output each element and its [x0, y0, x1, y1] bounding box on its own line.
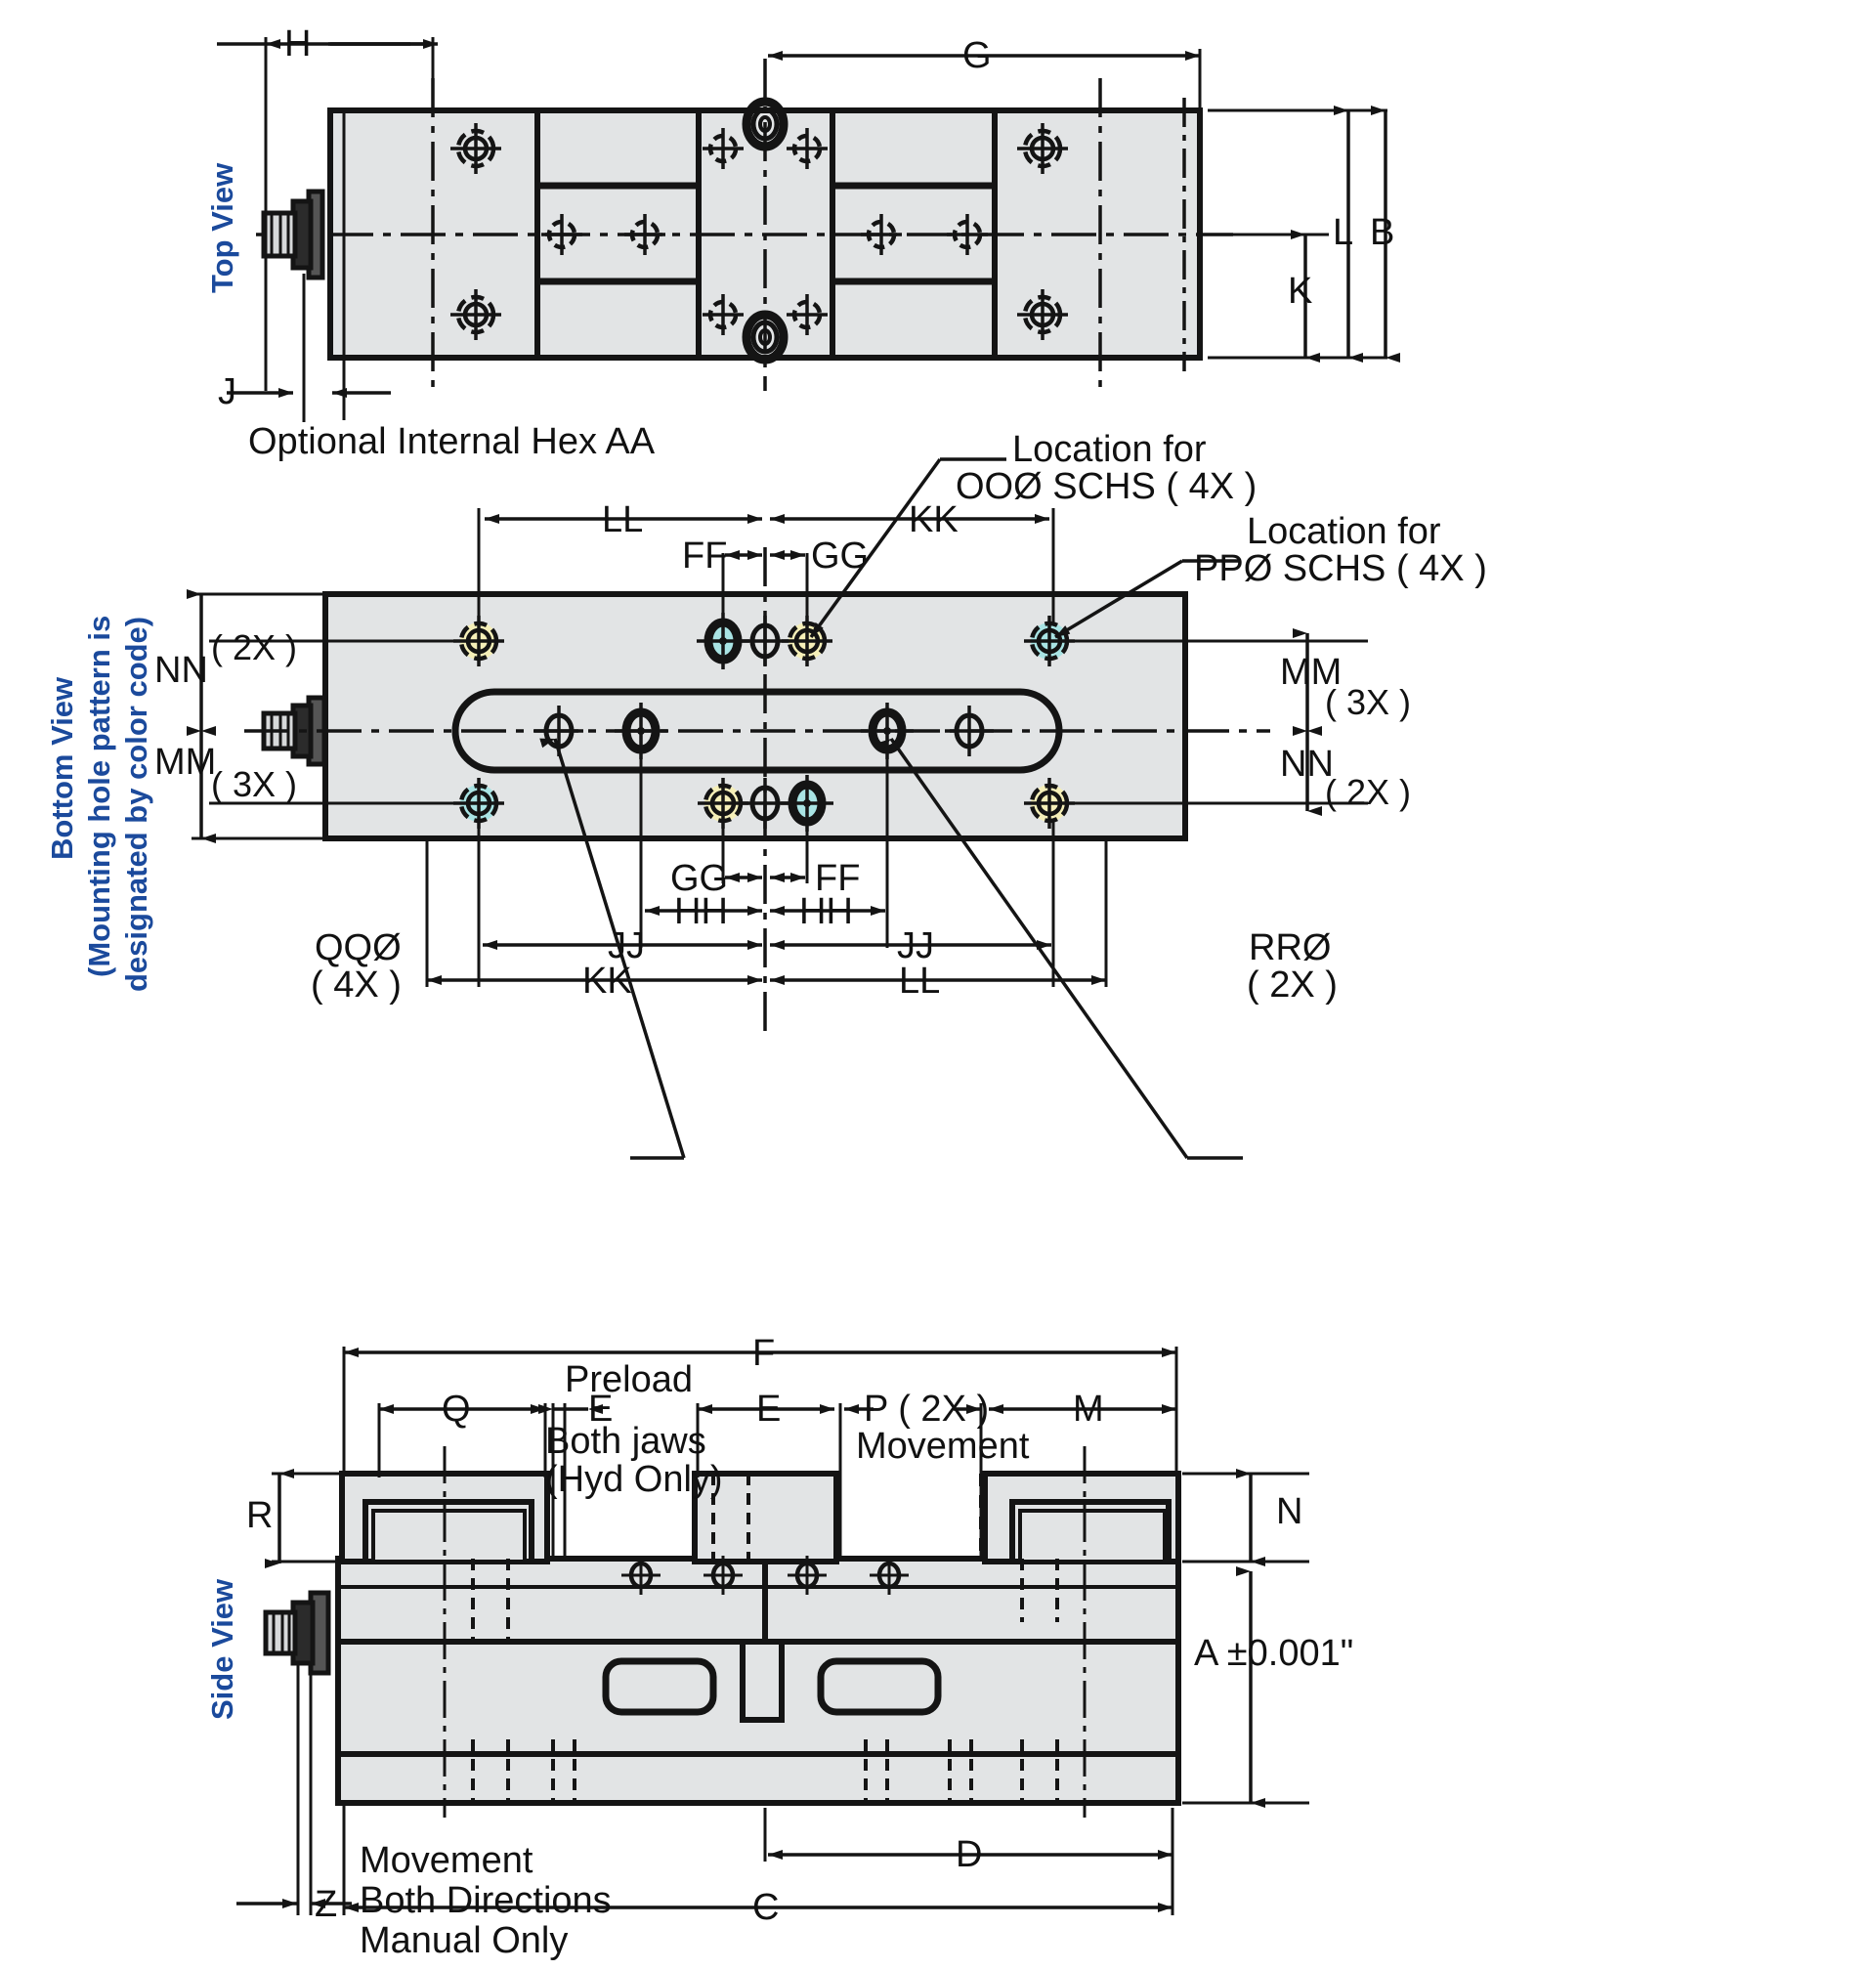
- top-view-geometry: [217, 37, 1400, 422]
- dim-qty-MM-right: ( 3X ): [1325, 682, 1412, 722]
- dim-label-B: B: [1370, 212, 1395, 253]
- dim-label-LL-bottom: LL: [899, 961, 941, 1002]
- callout-oo-schs-line1: Location for: [1012, 429, 1207, 470]
- dim-label-MM-left: MM: [154, 742, 217, 783]
- view-label-bottom: Bottom View: [45, 676, 79, 860]
- view-label-top: Top View: [205, 162, 239, 293]
- dim-label-HH-right: HH: [799, 891, 853, 932]
- callout-oo-schs-line2: OOØ SCHS ( 4X ): [956, 466, 1258, 507]
- callout-rr-dia-line2: ( 2X ): [1247, 964, 1338, 1006]
- dim-label-GG-top: GG: [811, 535, 870, 577]
- note-preload-line1: Preload: [565, 1359, 693, 1400]
- dim-label-N: N: [1276, 1491, 1303, 1532]
- dim-label-NN-left: NN: [154, 650, 208, 691]
- dim-label-GG-bottom: GG: [670, 858, 729, 899]
- dim-label-C: C: [752, 1887, 780, 1928]
- dim-label-M: M: [1073, 1389, 1104, 1430]
- note-preload-line2: Both jaws: [545, 1421, 706, 1462]
- side-view-geometry: [236, 1347, 1309, 1915]
- dim-label-KK-bottom: KK: [582, 961, 632, 1002]
- view-label-bottom-sub1: (Mounting hole pattern is: [82, 615, 116, 977]
- dim-label-LL-top: LL: [602, 499, 644, 540]
- dim-label-L: L: [1333, 212, 1354, 253]
- bottom-view-geometry: [187, 457, 1368, 1160]
- callout-rr-dia-line1: RRØ: [1249, 927, 1332, 968]
- dim-qty-MM-left: ( 3X ): [211, 764, 298, 804]
- note-z-line1: Movement: [360, 1840, 533, 1881]
- dim-qty-NN-left: ( 2X ): [211, 627, 298, 667]
- callout-qq-dia-line2: ( 4X ): [311, 964, 402, 1006]
- dim-label-FF-top: FF: [682, 535, 728, 577]
- callout-pp-schs-line2: PPØ SCHS ( 4X ): [1194, 548, 1487, 589]
- dim-label-NN-right: NN: [1280, 744, 1334, 785]
- dim-label-Y: E: [588, 1389, 614, 1430]
- note-z-line3: Manual Only: [360, 1920, 569, 1961]
- note-preload-line3: (Hyd Only): [545, 1459, 723, 1500]
- dim-label-K: K: [1288, 271, 1313, 312]
- callout-pp-schs-line1: Location for: [1247, 511, 1441, 552]
- dim-label-KK-top: KK: [909, 499, 959, 540]
- dim-label-HH-left: HH: [674, 891, 728, 932]
- dim-qty-NN-right: ( 2X ): [1325, 772, 1412, 812]
- dim-label-E: E: [756, 1389, 782, 1430]
- callout-qq-dia-line1: QQØ: [315, 927, 402, 968]
- dim-label-Z: Z: [315, 1884, 338, 1925]
- dim-label-G: G: [962, 35, 992, 76]
- note-p-movement: Movement: [856, 1426, 1030, 1467]
- dim-label-R: R: [246, 1495, 274, 1536]
- view-label-bottom-sub2: designated by color code): [119, 616, 153, 992]
- dim-label-FF-bottom: FF: [815, 858, 861, 899]
- note-z-line2: Both Directions: [360, 1880, 612, 1921]
- dim-label-F: F: [752, 1333, 776, 1374]
- view-label-side: Side View: [205, 1578, 239, 1720]
- dim-label-JJ-right: JJ: [897, 925, 934, 966]
- dim-label-JJ-left: JJ: [608, 925, 645, 966]
- dim-label-P: P ( 2X ): [864, 1389, 990, 1430]
- dim-label-MM-right: MM: [1280, 652, 1343, 693]
- dim-label-D: D: [956, 1834, 983, 1875]
- dim-label-Q: Q: [442, 1389, 471, 1430]
- dim-label-H: H: [284, 23, 312, 64]
- note-optional-hex: Optional Internal Hex AA: [248, 421, 656, 462]
- dim-label-A-tolerance: A ±0.001": [1194, 1633, 1354, 1674]
- dim-label-J: J: [218, 371, 236, 412]
